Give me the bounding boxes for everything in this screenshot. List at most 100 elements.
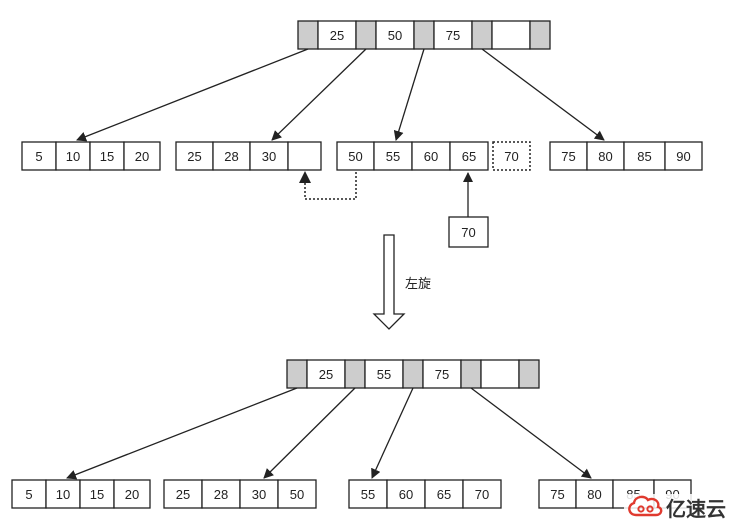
after-leaf-cell bbox=[424, 479, 464, 509]
inserted-key-cell bbox=[448, 216, 489, 248]
before-leaf-key: 50 bbox=[348, 149, 362, 164]
before-leaf-key: 65 bbox=[462, 149, 476, 164]
after-leaf-cell bbox=[113, 479, 151, 509]
before-leaf-cell bbox=[89, 141, 125, 171]
after-edge-to-leaf-3 bbox=[371, 387, 414, 479]
after-root-key: 55 bbox=[377, 367, 391, 382]
before-leaf-key: 30 bbox=[262, 149, 276, 164]
after-edge-to-leaf-1 bbox=[66, 387, 298, 480]
inserted-key: 70 bbox=[461, 225, 475, 240]
before-leaf-2: 25 28 30 bbox=[175, 141, 322, 171]
watermark: 亿速云 bbox=[624, 494, 736, 521]
after-root-key-cell bbox=[364, 359, 404, 389]
before-root-pointer-slot bbox=[529, 20, 551, 50]
after-leaf-key: 65 bbox=[437, 487, 451, 502]
before-root-pointer-slot bbox=[471, 20, 493, 50]
before-leaf-key: 80 bbox=[598, 149, 612, 164]
after-leaf-cell bbox=[538, 479, 577, 509]
after-leaf-cell bbox=[163, 479, 203, 509]
after-root-key-cell bbox=[480, 359, 520, 389]
before-leaf-cell bbox=[373, 141, 413, 171]
after-leaf-key: 15 bbox=[90, 487, 104, 502]
before-leaf-key: 90 bbox=[676, 149, 690, 164]
after-root-pointer-slot bbox=[460, 359, 482, 389]
before-leaf-cell bbox=[623, 141, 666, 171]
down-hollow-arrow-icon bbox=[372, 234, 406, 330]
before-leaf-cell bbox=[664, 141, 703, 171]
before-leaf-cell bbox=[411, 141, 451, 171]
after-leaf-key: 60 bbox=[399, 487, 413, 502]
before-root-key: 50 bbox=[388, 28, 402, 43]
before-root-key-cell bbox=[433, 20, 473, 50]
before-leaf-cell bbox=[212, 141, 251, 171]
after-leaf-key: 10 bbox=[56, 487, 70, 502]
before-root-key: 75 bbox=[446, 28, 460, 43]
before-leaf-cell bbox=[175, 141, 214, 171]
after-leaf-key: 75 bbox=[550, 487, 564, 502]
before-root-node: 25 50 75 bbox=[297, 20, 551, 50]
before-edge-to-leaf-1 bbox=[76, 48, 309, 142]
before-edge-to-leaf-4 bbox=[481, 48, 605, 141]
after-leaf-2: 25 28 30 50 bbox=[163, 479, 317, 509]
after-root-pointer-slot bbox=[286, 359, 308, 389]
after-root-key: 25 bbox=[319, 367, 333, 382]
before-edge-to-leaf-3 bbox=[393, 48, 425, 141]
after-leaf-1: 5 10 15 20 bbox=[11, 479, 151, 509]
inserted-key-box: 70 bbox=[448, 216, 489, 248]
before-overflow-slot: 70 bbox=[492, 141, 531, 171]
after-leaf-key: 55 bbox=[361, 487, 375, 502]
before-leaf-cell bbox=[123, 141, 161, 171]
after-leaf-key: 25 bbox=[176, 487, 190, 502]
after-root-pointer-slot bbox=[344, 359, 366, 389]
after-root-key: 75 bbox=[435, 367, 449, 382]
before-root-key-cell bbox=[491, 20, 531, 50]
before-root-pointer-slot bbox=[413, 20, 435, 50]
before-leaf-key: 28 bbox=[224, 149, 238, 164]
before-leaf-1: 5 10 15 20 bbox=[21, 141, 161, 171]
before-leaf-key: 15 bbox=[100, 149, 114, 164]
after-leaf-cell bbox=[45, 479, 81, 509]
before-leaf-key: 55 bbox=[386, 149, 400, 164]
after-leaf-key: 50 bbox=[290, 487, 304, 502]
before-leaf-key: 5 bbox=[35, 149, 42, 164]
before-leaf-cell bbox=[55, 141, 91, 171]
before-leaf-3: 50 55 60 65 bbox=[336, 141, 489, 171]
after-leaf-cell bbox=[201, 479, 241, 509]
before-leaf-key: 60 bbox=[424, 149, 438, 164]
after-root-pointer-slot bbox=[402, 359, 424, 389]
before-edge-to-leaf-2 bbox=[271, 48, 367, 141]
before-leaf-cell bbox=[549, 141, 588, 171]
after-leaf-key: 5 bbox=[25, 487, 32, 502]
before-root-key-cell bbox=[375, 20, 415, 50]
before-leaf-4: 75 80 85 90 bbox=[549, 141, 703, 171]
after-root-key-cell bbox=[306, 359, 346, 389]
before-leaf-key: 25 bbox=[187, 149, 201, 164]
after-root-node: 25 55 75 bbox=[286, 359, 540, 389]
after-root-pointer-slot bbox=[518, 359, 540, 389]
before-root-pointer-slot bbox=[297, 20, 319, 50]
after-leaf-key: 20 bbox=[125, 487, 139, 502]
dotted-move-arrowhead bbox=[299, 171, 311, 183]
before-leaf-key: 85 bbox=[637, 149, 651, 164]
after-leaf-cell bbox=[462, 479, 502, 509]
before-leaf-cell bbox=[586, 141, 625, 171]
dotted-move-arrow bbox=[304, 172, 357, 200]
operation-label: 左旋 bbox=[405, 276, 431, 291]
yisu-cloud-logo-icon bbox=[628, 495, 663, 517]
after-leaf-key: 28 bbox=[214, 487, 228, 502]
before-leaf-empty-cell bbox=[287, 141, 322, 171]
before-root-key-cell bbox=[317, 20, 357, 50]
before-root-key: 25 bbox=[330, 28, 344, 43]
before-root-pointer-slot bbox=[355, 20, 377, 50]
after-leaf-key: 80 bbox=[587, 487, 601, 502]
after-edge-to-leaf-2 bbox=[263, 387, 356, 479]
before-leaf-cell bbox=[249, 141, 289, 171]
overflow-dotted-cell bbox=[492, 141, 531, 171]
after-leaf-key: 70 bbox=[475, 487, 489, 502]
before-leaf-key: 75 bbox=[561, 149, 575, 164]
before-leaf-key: 20 bbox=[135, 149, 149, 164]
watermark-text: 亿速云 bbox=[666, 497, 726, 521]
after-leaf-key: 30 bbox=[252, 487, 266, 502]
before-leaf-cell bbox=[449, 141, 489, 171]
